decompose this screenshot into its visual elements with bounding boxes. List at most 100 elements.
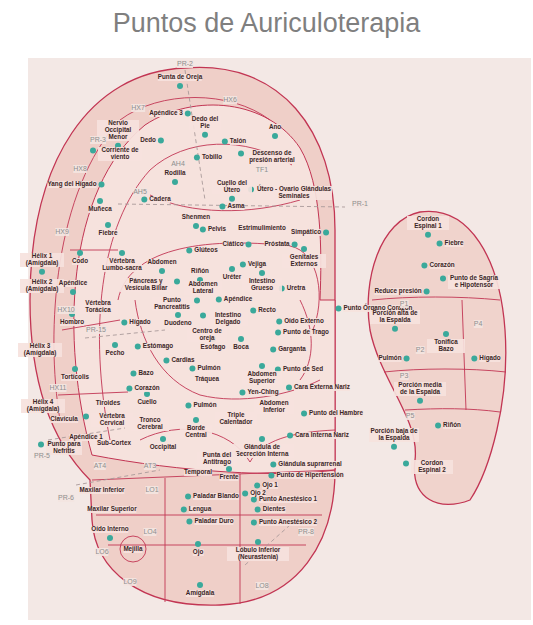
point-dot <box>259 270 265 276</box>
point-dot <box>424 289 430 295</box>
point-dot <box>255 539 261 545</box>
point-dot <box>126 386 132 392</box>
point-dot <box>440 276 446 282</box>
point-dot <box>286 385 292 391</box>
point-dot <box>270 347 276 353</box>
point-label: Talón <box>230 138 246 145</box>
point-dot <box>172 179 178 185</box>
point-label: Abdomen Superior <box>242 371 282 385</box>
region-code: PR-8 <box>298 528 314 536</box>
point-label: Hélix 2 (Amígdala) <box>20 279 64 293</box>
point-label: Shenmen <box>182 214 210 221</box>
point-dot <box>443 331 449 337</box>
region-code: AT4 <box>94 462 106 470</box>
region-code: PR-2 <box>177 60 193 68</box>
point-label: Punto Anestésico 1 <box>259 496 317 503</box>
point-label: Yen-Ching <box>247 389 278 396</box>
region-code: LO1 <box>145 486 158 494</box>
point-label: Tortícolis <box>61 374 89 381</box>
point-dot <box>160 436 166 442</box>
point-label: Punta de Oreja <box>158 74 202 81</box>
point-dot <box>194 298 200 304</box>
region-code: HX10 <box>57 306 75 314</box>
point-dot <box>39 269 45 275</box>
point-dot <box>301 411 307 417</box>
point-dot <box>417 398 423 404</box>
point-label: Clavícula <box>50 416 78 423</box>
point-label: Esófago <box>201 344 226 351</box>
point-label: Dientes <box>263 506 286 513</box>
point-dot <box>202 132 208 138</box>
point-label: Dedo <box>140 137 156 144</box>
point-dot <box>238 151 244 157</box>
point-dot <box>135 344 141 350</box>
point-label: Corriente de viento <box>98 147 142 161</box>
point-label: Abdomen Lateral <box>184 281 222 295</box>
point-label: Pulmón <box>193 402 216 409</box>
point-label: Hígado <box>129 319 150 326</box>
point-dot <box>437 241 443 247</box>
point-label: Abdomen Inferior <box>254 400 294 414</box>
point-dot <box>130 371 136 377</box>
point-label: Tiroides <box>96 400 120 407</box>
point-dot <box>251 520 257 526</box>
point-dot <box>238 336 244 342</box>
region-code: P1 <box>400 300 409 308</box>
point-label: Uretra <box>287 285 306 292</box>
point-dot <box>185 494 191 500</box>
point-dot <box>404 356 410 362</box>
point-label: Porción media de la Espalda <box>394 382 446 396</box>
point-dot <box>189 366 195 372</box>
page-title: Puntos de Auriculoterapia <box>0 8 533 39</box>
region-code: HX6 <box>223 96 237 104</box>
point-dot <box>195 541 201 547</box>
region-code: PR-3 <box>90 136 106 144</box>
point-label: Triple Calentador <box>215 412 257 426</box>
point-dot <box>70 289 76 295</box>
point-dot <box>229 196 235 202</box>
point-label: Glúteos <box>194 247 217 254</box>
point-label: Codo <box>72 258 88 265</box>
point-label: Hígado <box>479 355 500 362</box>
point-label: Cordon Espinal 1 <box>407 216 449 230</box>
point-label: Próstata <box>264 241 289 248</box>
point-dot <box>216 297 222 303</box>
point-label: Cordon Espinal 2 <box>411 460 453 474</box>
point-label: Cardias <box>171 357 194 364</box>
point-label: Abdomen <box>147 259 176 266</box>
point-label: Maxilar Superior <box>87 506 136 513</box>
point-dot <box>97 198 103 204</box>
point-label: Intestino Delgado <box>208 312 248 326</box>
point-label: Vértebra Torácica <box>78 300 118 314</box>
point-dot <box>72 366 78 372</box>
point-dot <box>181 507 187 513</box>
point-dot <box>77 250 83 256</box>
point-label: Vértebra Cervical <box>91 413 133 427</box>
point-dot <box>259 436 265 442</box>
point-label: Porción alta de la Espalda <box>370 310 420 324</box>
point-dot <box>251 497 257 503</box>
point-dot <box>255 507 261 513</box>
point-label: Punto para Nefritis <box>46 441 82 455</box>
point-dot <box>239 390 245 396</box>
point-label: Fiebre <box>445 240 464 247</box>
point-label: Riñón <box>443 422 461 429</box>
point-dot <box>90 148 96 154</box>
point-label: Oído Externo <box>284 318 324 325</box>
point-dot <box>159 268 165 274</box>
point-dot <box>392 326 398 332</box>
point-label: Apéndice <box>224 296 252 303</box>
point-dot <box>270 462 276 468</box>
point-label: Lengua <box>189 506 211 513</box>
point-label: Fiebre <box>99 230 118 237</box>
point-label: Mejilla <box>123 546 142 553</box>
point-dot <box>403 461 409 467</box>
point-label: Tronco Cerebral <box>131 417 169 431</box>
point-dot <box>83 414 89 420</box>
region-code: P5 <box>406 412 415 420</box>
point-label: Apéndice <box>59 280 87 287</box>
point-label: Cadera <box>149 196 170 203</box>
point-dot <box>38 442 44 448</box>
point-label: Punto de Sed <box>283 366 323 373</box>
point-label: Cuello <box>137 399 156 406</box>
